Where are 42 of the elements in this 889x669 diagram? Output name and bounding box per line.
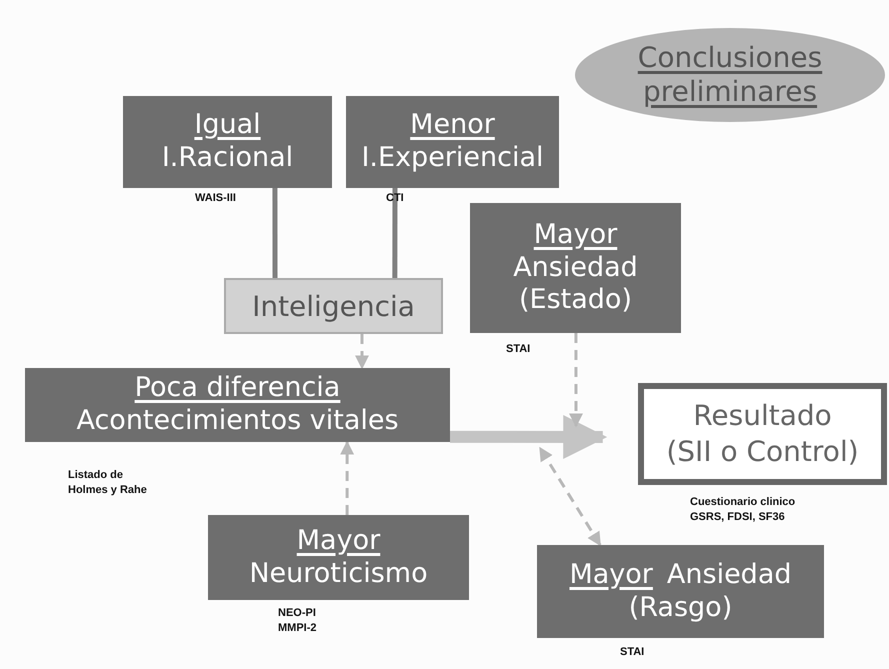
box-heading: Resultado (693, 398, 832, 434)
dashed-arrow (355, 334, 369, 370)
instrument-note: NEO-PI (278, 606, 316, 621)
thick-arrow (450, 415, 608, 459)
box-text: (Rasgo) (628, 592, 732, 624)
process-box (208, 515, 469, 600)
dashed-arrow (340, 440, 354, 515)
instrument-note: STAI (620, 645, 644, 660)
connector-line (272, 188, 278, 278)
instrument-note: Cuestionario clinico (690, 495, 796, 510)
box-heading: Inteligencia (252, 290, 415, 322)
box-text: Ansiedad (666, 558, 792, 592)
box-heading: Mayor (534, 218, 618, 252)
dashed-arrow (538, 446, 602, 546)
box-heading: Menor (410, 109, 495, 142)
instrument-note: STAI (506, 342, 530, 357)
box-text: (SII o Control) (666, 434, 859, 470)
process-box (224, 278, 443, 334)
box-text: I.Experiencial (361, 142, 544, 175)
box-heading: Igual (194, 109, 261, 142)
instrument-note: WAIS-III (195, 191, 236, 206)
instrument-note: CTI (386, 191, 404, 206)
process-box (123, 96, 332, 188)
instrument-note: GSRS, FDSI, SF36 (690, 510, 786, 525)
dashed-arrow (569, 333, 583, 428)
box-text: Neuroticismo (249, 558, 428, 590)
instrument-note: Listado de Holmes y Rahe (68, 468, 148, 498)
box-heading: Poca diferencia (134, 372, 340, 405)
instrument-note: MMPI-2 (278, 620, 316, 636)
process-box (346, 96, 559, 188)
box-text: Acontecimientos vitales (76, 405, 399, 438)
result-box (638, 383, 887, 485)
box-heading: Mayor (569, 558, 653, 592)
process-box (470, 203, 681, 333)
process-box (537, 545, 824, 638)
connector-line (392, 188, 398, 278)
process-box (25, 368, 450, 442)
ellipse-callout (575, 28, 885, 122)
box-heading: Mayor (296, 524, 380, 558)
box-text: I.Racional (162, 142, 294, 175)
box-text: Ansiedad (Estado) (512, 252, 639, 318)
box-heading: Conclusiones preliminares (636, 41, 824, 109)
